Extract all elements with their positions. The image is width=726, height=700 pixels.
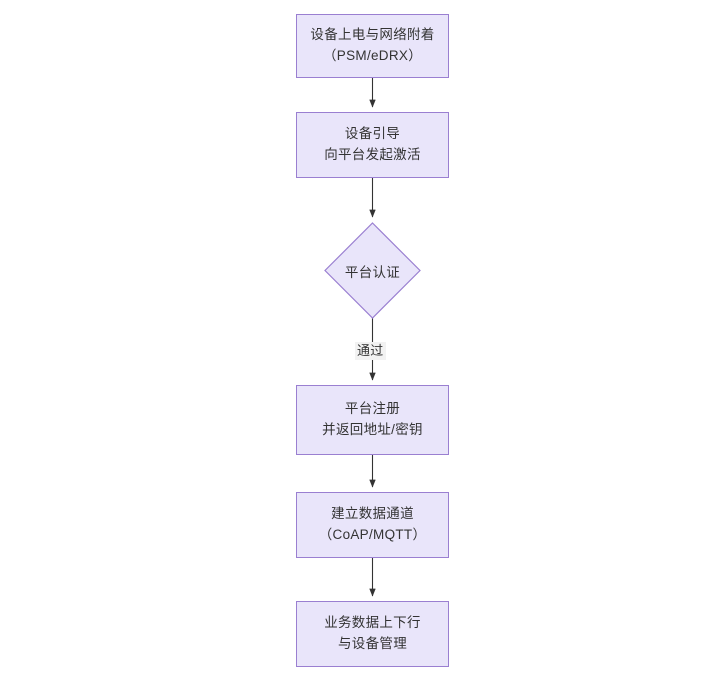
node-label-line2: 与设备管理 xyxy=(338,636,407,651)
edge-label-pass: 通过 xyxy=(355,342,386,360)
node-platform-registration[interactable]: 平台注册 并返回地址/密钥 xyxy=(296,385,449,455)
node-label-line1: 平台注册 xyxy=(344,401,401,417)
node-label-line2: 并返回地址/密钥 xyxy=(322,422,423,437)
node-establish-data-channel[interactable]: 建立数据通道 （CoAP/MQTT） xyxy=(296,492,449,558)
node-business-data-and-device-management[interactable]: 业务数据上下行 与设备管理 xyxy=(296,601,449,667)
node-device-bootstrap[interactable]: 设备引导 向平台发起激活 xyxy=(296,112,449,178)
diamond-shape xyxy=(324,222,421,319)
node-label-line1: 设备上电与网络附着 xyxy=(310,27,435,43)
node-label-line2: （CoAP/MQTT） xyxy=(318,527,427,542)
node-label-line1: 业务数据上下行 xyxy=(324,615,421,631)
node-label-line2: 向平台发起激活 xyxy=(324,147,421,162)
node-device-power-on[interactable]: 设备上电与网络附着 （PSM/eDRX） xyxy=(296,14,449,78)
node-label-line1: 设备引导 xyxy=(344,126,401,142)
node-label-line2: （PSM/eDRX） xyxy=(322,48,423,63)
node-platform-authentication[interactable]: 平台认证 xyxy=(324,222,421,319)
node-label-line1: 建立数据通道 xyxy=(331,506,414,522)
